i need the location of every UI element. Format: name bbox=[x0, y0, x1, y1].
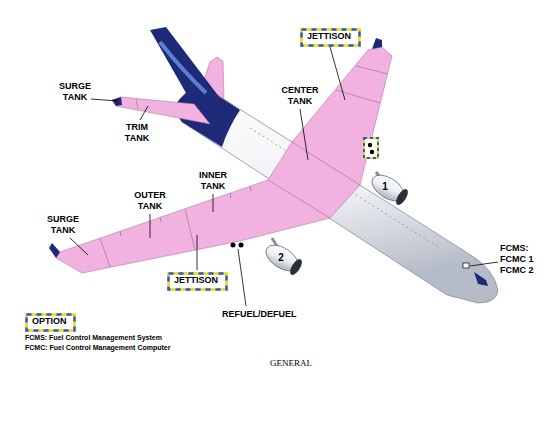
part-label: FCMS: Fuel Control Management System bbox=[25, 334, 162, 342]
leader-line bbox=[91, 99, 118, 101]
stabilizer-tip bbox=[112, 97, 122, 106]
caption: GENERAL bbox=[270, 358, 312, 368]
trim-tank-stabilizer bbox=[112, 97, 210, 124]
jettison-valve bbox=[370, 150, 374, 154]
tank-division bbox=[100, 238, 110, 267]
box-label: OPTION bbox=[25, 313, 76, 330]
fin-livery bbox=[160, 42, 206, 93]
box-label: JETTISON bbox=[300, 28, 361, 45]
engine-inlet bbox=[394, 187, 411, 206]
jettison-valve bbox=[368, 143, 372, 147]
tank-division bbox=[136, 99, 138, 109]
leader-line bbox=[150, 214, 151, 238]
option-indicator bbox=[364, 138, 378, 158]
leader-line bbox=[197, 235, 198, 270]
part-label: FCMS: FCMC 1 FCMC 2 bbox=[500, 243, 540, 275]
tank-division bbox=[185, 209, 195, 250]
part-label: SURGE TANK bbox=[52, 81, 98, 103]
part-label: TRIM TANK bbox=[114, 122, 160, 144]
part-label: REFUEL/DEFUEL bbox=[222, 309, 297, 320]
cockpit-window bbox=[474, 272, 488, 286]
leader-line bbox=[238, 249, 246, 306]
leader-line bbox=[330, 47, 345, 100]
part-label: CENTER TANK bbox=[277, 85, 323, 107]
option-box: JETTISON bbox=[300, 28, 361, 47]
refuel-coupling bbox=[239, 243, 244, 248]
option-box: JETTISON bbox=[167, 272, 228, 291]
leader-line bbox=[470, 262, 498, 266]
winglet bbox=[372, 38, 382, 49]
part-label: OUTER TANK bbox=[127, 190, 173, 212]
engine-inlet bbox=[288, 257, 305, 276]
refuel-coupling bbox=[231, 243, 236, 248]
option-box: OPTION bbox=[25, 313, 76, 332]
part-label: FCMC: Fuel Control Management Computer bbox=[25, 344, 170, 352]
vertical-fin bbox=[150, 27, 220, 100]
part-label: 1 bbox=[380, 181, 390, 193]
part-label: 2 bbox=[276, 252, 286, 264]
leader-line bbox=[140, 106, 148, 120]
part-label: SURGE TANK bbox=[40, 214, 86, 236]
computer-symbol bbox=[463, 263, 469, 268]
part-label: INNER TANK bbox=[190, 170, 236, 192]
wing bbox=[292, 47, 392, 185]
tank-division bbox=[356, 66, 388, 74]
winglet bbox=[49, 243, 60, 258]
flap-fairing bbox=[120, 186, 251, 236]
leader-line bbox=[213, 194, 214, 212]
option-indicator bbox=[364, 138, 378, 158]
box-label: JETTISON bbox=[167, 272, 228, 289]
leader-line bbox=[70, 238, 88, 255]
leader-line bbox=[300, 109, 308, 160]
